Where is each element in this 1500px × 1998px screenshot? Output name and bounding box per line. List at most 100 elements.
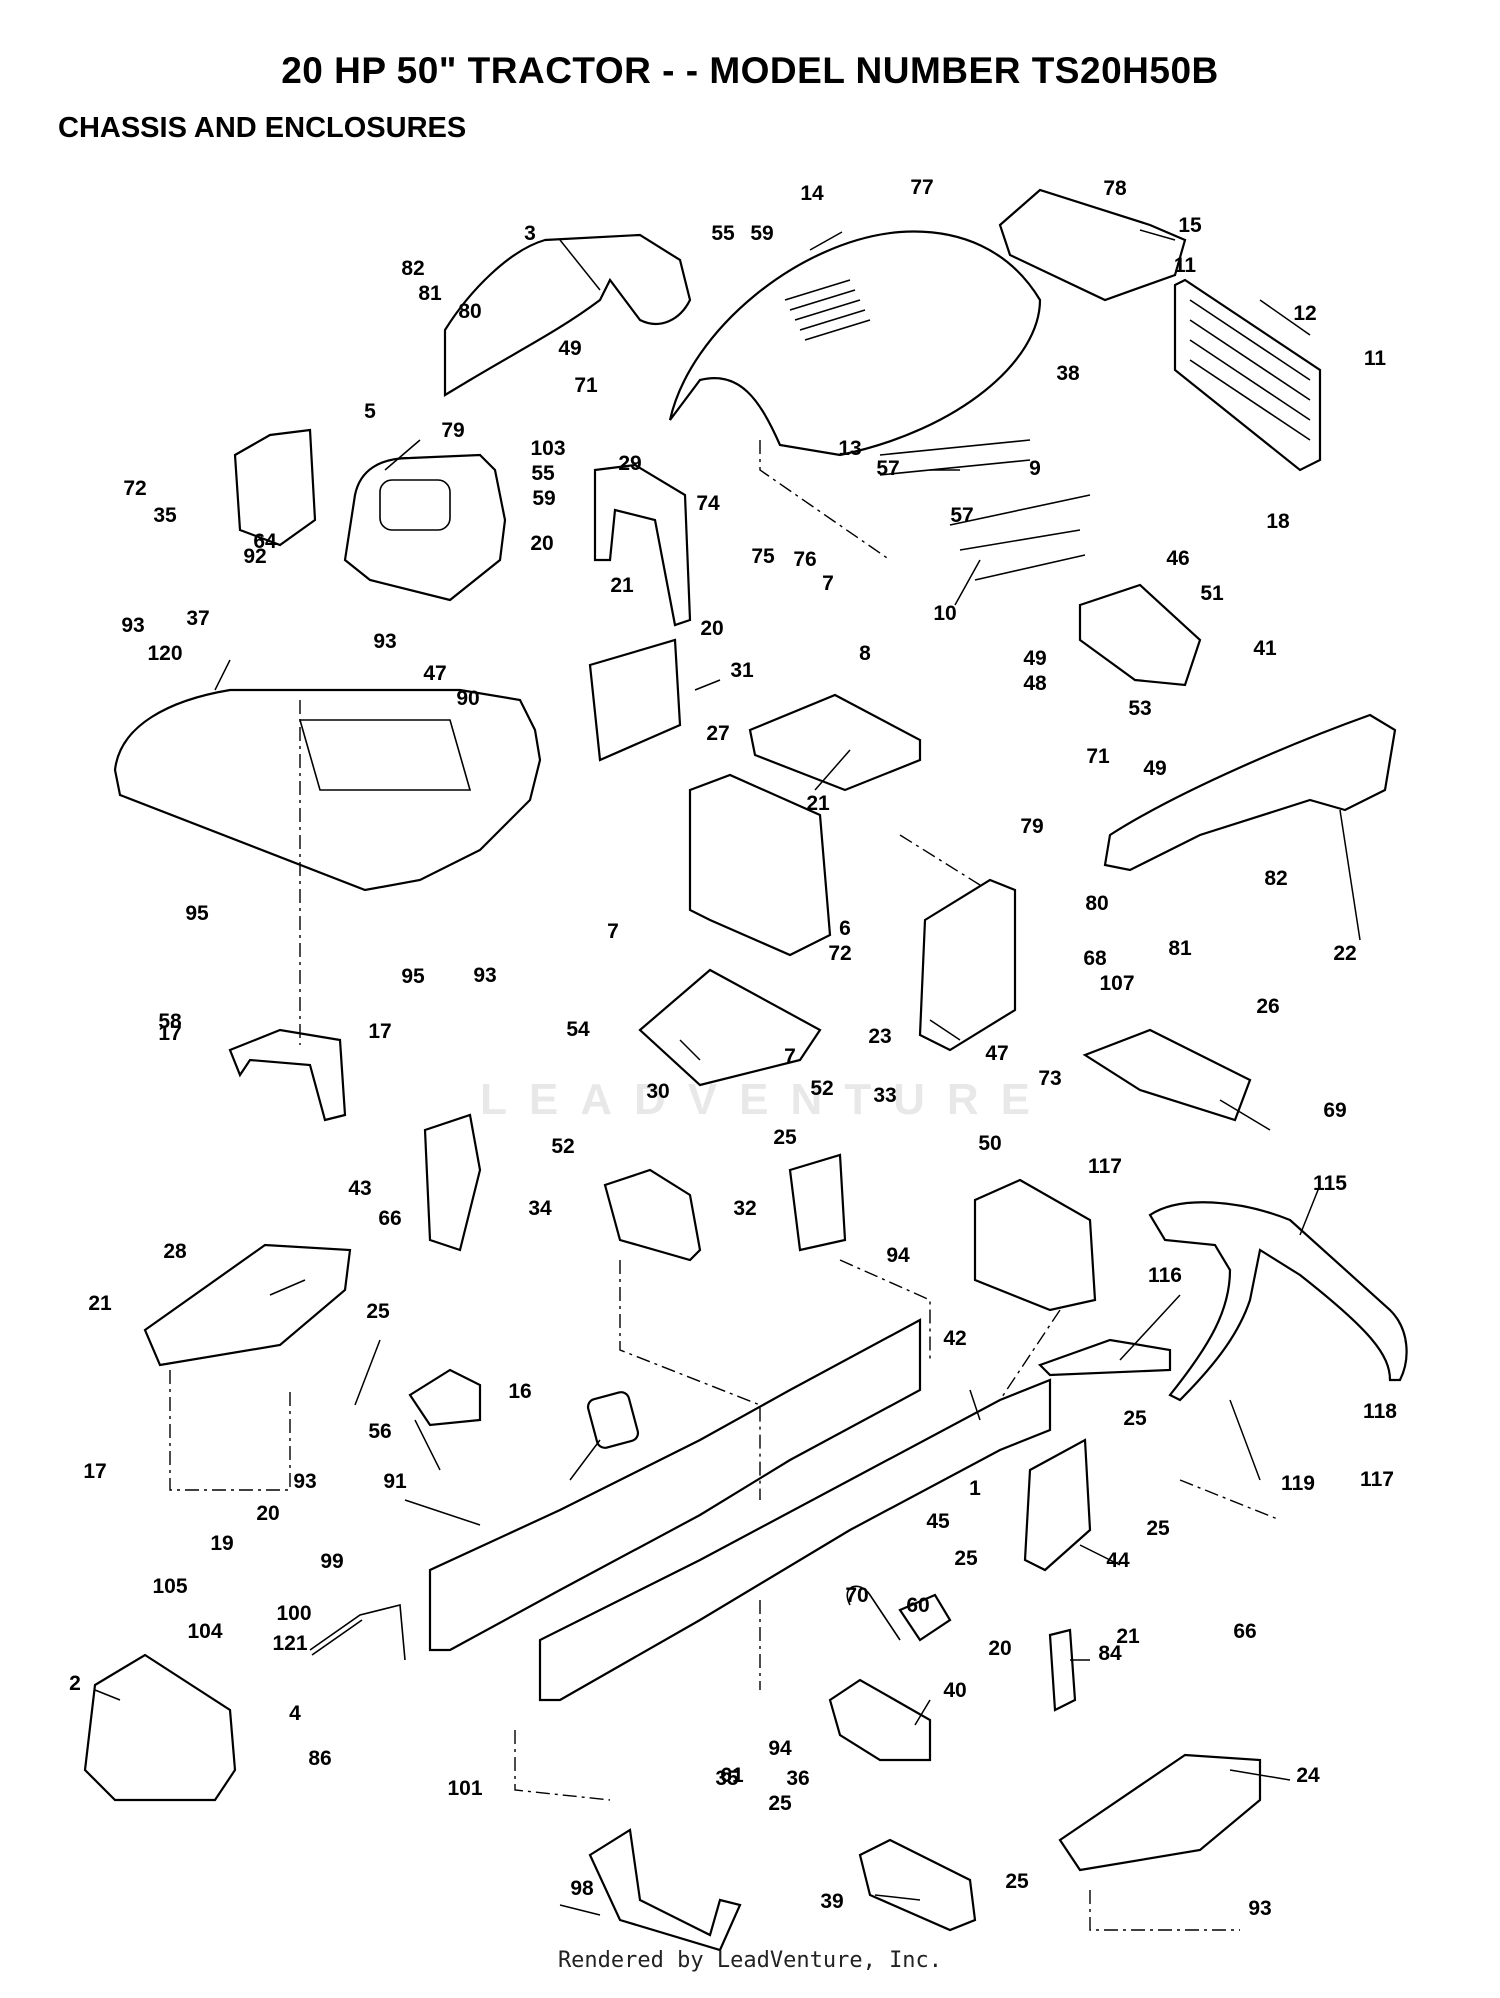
callout-94-2: 94 xyxy=(768,1737,792,1760)
callout-42: 42 xyxy=(943,1327,966,1350)
callout-25-2: 25 xyxy=(773,1126,797,1149)
callout-86: 86 xyxy=(308,1747,331,1770)
callout-32: 32 xyxy=(733,1197,756,1220)
callout-93-4: 93 xyxy=(293,1470,316,1493)
callout-66-2: 66 xyxy=(1233,1620,1256,1643)
callout-48: 48 xyxy=(1023,672,1047,695)
callout-39: 39 xyxy=(820,1890,843,1913)
callout-94-1: 94 xyxy=(886,1244,910,1267)
callout-75: 75 xyxy=(751,545,775,568)
callout-80-2: 80 xyxy=(1085,892,1108,915)
callout-76: 76 xyxy=(793,548,816,571)
part-footrest-right xyxy=(1058,1753,1262,1872)
part-bracket-45 xyxy=(898,1593,952,1642)
callout-20-4: 20 xyxy=(988,1637,1011,1660)
part-plate-27 xyxy=(588,638,682,762)
callout-24: 24 xyxy=(1296,1764,1320,1787)
callout-55-2: 55 xyxy=(531,462,555,485)
part-bracket-40 xyxy=(828,1678,932,1762)
part-frame-right xyxy=(538,1378,1052,1702)
part-bracket-58 xyxy=(228,1028,347,1122)
part-hood-vents xyxy=(784,279,871,341)
callout-69: 69 xyxy=(1323,1099,1346,1122)
callout-72-1: 72 xyxy=(123,477,146,500)
callout-50: 50 xyxy=(978,1132,1001,1155)
callout-25-7: 25 xyxy=(1005,1870,1029,1893)
callout-51: 51 xyxy=(1200,582,1224,605)
callout-68: 68 xyxy=(1083,947,1107,970)
part-bracket-29 xyxy=(593,463,692,627)
callout-35-1: 35 xyxy=(153,504,177,527)
callout-14: 14 xyxy=(800,182,824,205)
callout-80-1: 80 xyxy=(458,300,481,323)
callout-40: 40 xyxy=(943,1679,966,1702)
callout-18: 18 xyxy=(1266,510,1290,533)
callout-25-3: 25 xyxy=(1123,1407,1147,1430)
callout-25-1: 25 xyxy=(366,1300,390,1323)
part-bracket-39 xyxy=(858,1838,977,1932)
callout-31: 31 xyxy=(730,659,754,682)
callout-90: 90 xyxy=(456,687,479,710)
callout-19: 19 xyxy=(210,1532,233,1555)
callout-16: 16 xyxy=(508,1380,531,1403)
callout-93-3: 93 xyxy=(473,964,496,987)
callout-105: 105 xyxy=(152,1575,187,1598)
callout-23: 23 xyxy=(868,1025,891,1048)
callout-71-1: 71 xyxy=(574,374,598,397)
part-side-panel-right xyxy=(1103,713,1397,872)
callout-25-6: 25 xyxy=(768,1792,792,1815)
callout-3: 3 xyxy=(524,222,536,245)
callout-20-1: 20 xyxy=(530,532,553,555)
part-bracket-56 xyxy=(408,1368,482,1427)
callout-116: 116 xyxy=(1148,1264,1182,1287)
callout-5: 5 xyxy=(364,400,376,423)
callout-52-2: 52 xyxy=(810,1077,833,1100)
callout-52-1: 52 xyxy=(551,1135,574,1158)
callout-73: 73 xyxy=(1038,1067,1061,1090)
callout-77: 77 xyxy=(910,176,933,199)
callout-10: 10 xyxy=(933,602,956,625)
callout-57-2: 57 xyxy=(950,504,973,527)
callout-36: 36 xyxy=(786,1767,809,1790)
callout-7-2: 7 xyxy=(607,920,619,943)
callout-93-2: 93 xyxy=(373,630,396,653)
callout-92: 92 xyxy=(243,545,266,568)
part-grommet xyxy=(586,1391,640,1449)
callout-9: 9 xyxy=(1029,457,1041,480)
part-bracket-41 xyxy=(1078,583,1202,687)
section-title: CHASSIS AND ENCLOSURES xyxy=(58,112,467,144)
callout-49-1: 49 xyxy=(558,337,581,360)
part-bracket-34 xyxy=(603,1168,702,1262)
callout-29: 29 xyxy=(618,452,641,475)
part-dash-console xyxy=(343,453,507,602)
part-dash-panel xyxy=(233,428,317,547)
callout-4: 4 xyxy=(289,1702,301,1725)
callout-56: 56 xyxy=(368,1420,391,1443)
callout-71-2: 71 xyxy=(1086,745,1110,768)
callout-115: 115 xyxy=(1313,1172,1347,1195)
part-lift-rod xyxy=(309,1603,406,1661)
part-hood-rods xyxy=(879,439,1091,581)
callout-6: 6 xyxy=(839,917,851,940)
callout-25-5: 25 xyxy=(954,1547,978,1570)
callout-46: 46 xyxy=(1166,547,1189,570)
callout-64: 64 xyxy=(253,530,277,553)
callout-12: 12 xyxy=(1293,302,1316,325)
callout-38: 38 xyxy=(1056,362,1080,385)
part-plate-23 xyxy=(918,878,1017,1052)
callout-98: 98 xyxy=(570,1877,594,1900)
part-grille-top xyxy=(998,188,1187,302)
callout-47-2: 47 xyxy=(985,1042,1008,1065)
callout-8: 8 xyxy=(859,642,871,665)
callout-49-3: 49 xyxy=(1143,757,1166,780)
callout-54: 54 xyxy=(566,1018,590,1041)
callout-72-2: 72 xyxy=(828,942,851,965)
part-bracket-44 xyxy=(1023,1438,1092,1572)
leader-lines xyxy=(94,229,1361,1916)
part-bracket-43 xyxy=(423,1113,482,1252)
callout-107: 107 xyxy=(1099,972,1134,995)
callout-99: 99 xyxy=(320,1550,343,1573)
part-bracket-98 xyxy=(588,1828,742,1952)
callout-82-1: 82 xyxy=(401,257,424,280)
callout-84: 84 xyxy=(1098,1642,1122,1665)
